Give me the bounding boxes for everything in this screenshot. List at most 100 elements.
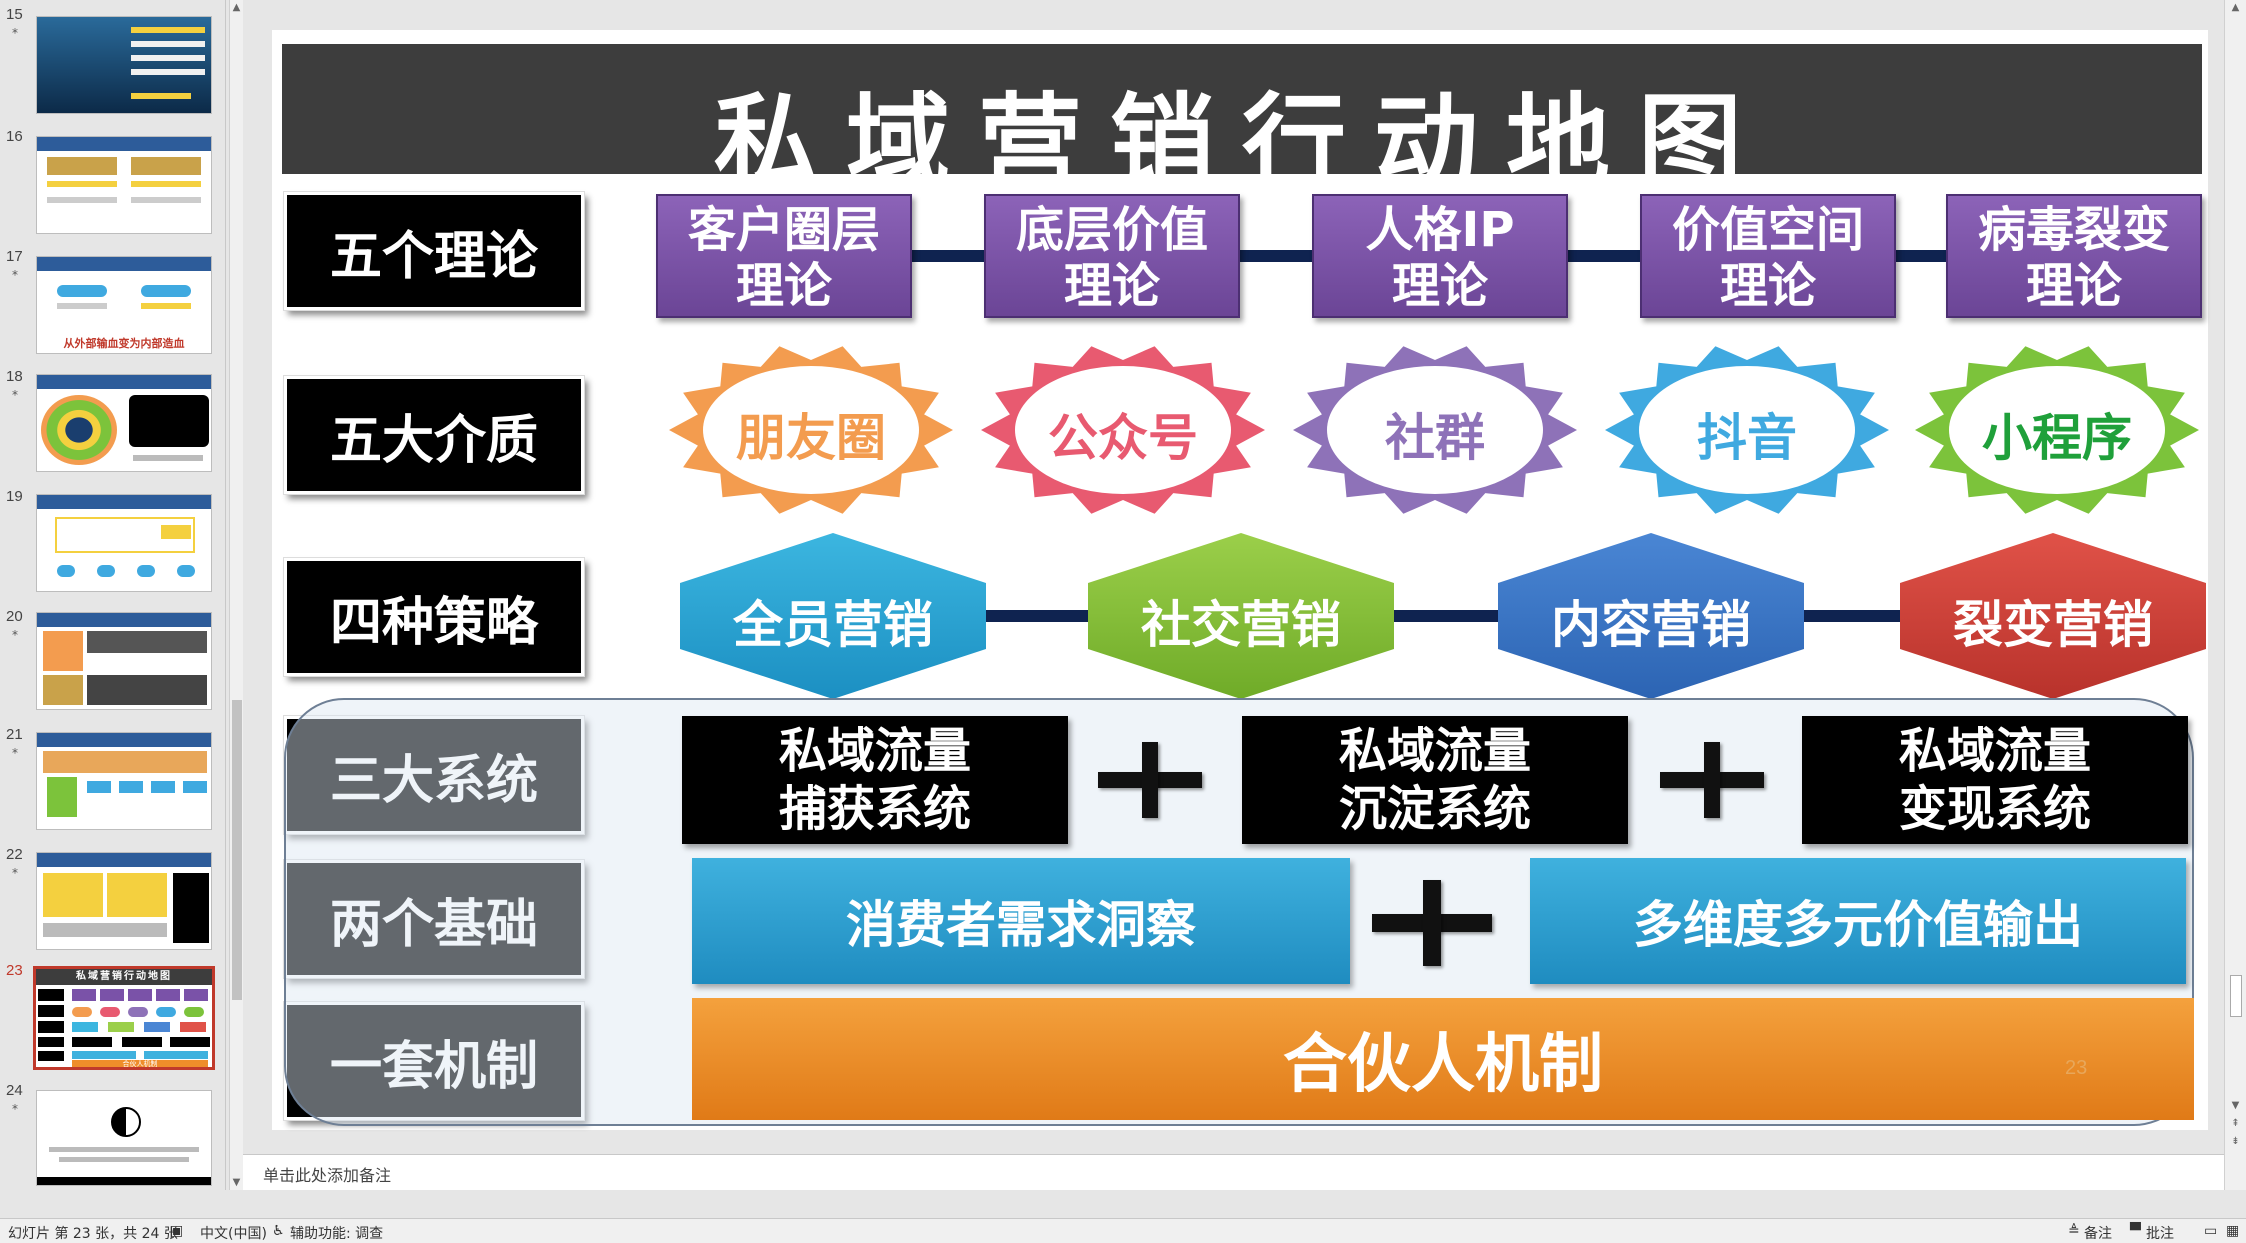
hexagon-shape: [680, 533, 986, 699]
slide-thumbnail-23[interactable]: 私域营销行动地图 合伙人机制: [33, 966, 215, 1070]
thumb-star: *: [12, 1102, 18, 1116]
theory-line2: 理论: [1391, 258, 1488, 314]
theory-line1: 价值空间: [1671, 202, 1864, 258]
scrollbar-thumb[interactable]: [2230, 975, 2242, 1017]
foundation-box[interactable]: 多维度多元价值输出: [1530, 858, 2186, 984]
media-badge[interactable]: 小程序: [1912, 342, 2202, 518]
system-line1: 私域流量: [1898, 723, 2091, 779]
scroll-down-arrow-icon[interactable]: ▼: [232, 1177, 241, 1188]
thumb-star: *: [12, 628, 18, 642]
starburst-shape: [669, 346, 953, 514]
thumb-number: 19: [6, 488, 23, 505]
slide-scrollbar[interactable]: ▲ ▼ ⇞ ⇟: [2224, 0, 2246, 1190]
strategy-label: 全员营销: [733, 596, 933, 654]
thumb-caption: 合伙人机制: [72, 1060, 208, 1067]
slide-thumbnail-17[interactable]: 从外部输血变为内部造血: [36, 256, 212, 354]
strategy-hex[interactable]: 裂变营销: [1900, 533, 2206, 699]
status-bar: 幻灯片 第 23 张，共 24 张 ▣ 中文(中国) ♿ 辅助功能: 调查 ≜ …: [0, 1218, 2246, 1243]
theory-box[interactable]: 价值空间 理论: [1640, 194, 1896, 318]
accessibility-status[interactable]: 辅助功能: 调查: [290, 1226, 384, 1242]
system-box[interactable]: 私域流量 变现系统: [1802, 716, 2188, 844]
theory-box[interactable]: 人格IP 理论: [1312, 194, 1568, 318]
slide-thumbnail-19[interactable]: [36, 494, 212, 592]
strategy-hex[interactable]: 全员营销: [680, 533, 986, 699]
previous-slide-icon[interactable]: ⇞: [2231, 1118, 2240, 1129]
thumb-number: 22: [6, 846, 23, 863]
comments-toggle-button[interactable]: 批注: [2146, 1226, 2174, 1242]
system-box[interactable]: 私域流量 沉淀系统: [1242, 716, 1628, 844]
notes-icon[interactable]: ≜: [2068, 1223, 2080, 1239]
thumb-caption: 从外部输血变为内部造血: [63, 337, 185, 350]
system-line1: 私域流量: [1338, 723, 1531, 779]
strategy-hex[interactable]: 社交营销: [1088, 533, 1394, 699]
thumb-number: 18: [6, 368, 23, 385]
normal-view-icon[interactable]: ▭: [2204, 1223, 2218, 1239]
thumb-number: 17: [6, 248, 23, 265]
theory-line2: 理论: [1719, 258, 1816, 314]
plus-icon: [1372, 880, 1492, 966]
media-badge[interactable]: 朋友圈: [666, 342, 956, 518]
row-label-systems[interactable]: 三大系统: [283, 715, 585, 835]
starburst-shape: [1915, 346, 2199, 514]
media-badge[interactable]: 抖音: [1602, 342, 1892, 518]
language-status[interactable]: 中文(中国): [200, 1226, 267, 1242]
title-bar: 私域营销行动地图: [282, 44, 2202, 204]
row-label-media[interactable]: 五大介质: [283, 375, 585, 495]
plus-icon: [1660, 742, 1764, 818]
slide-thumbnail-18[interactable]: [36, 374, 212, 472]
thumb-number: 23: [6, 962, 23, 979]
spellcheck-icon[interactable]: ▣: [170, 1223, 184, 1239]
theory-box[interactable]: 底层价值 理论: [984, 194, 1240, 318]
plus-icon: [1098, 742, 1202, 818]
theory-line1: 病毒裂变: [1977, 202, 2170, 258]
system-line2: 变现系统: [1898, 781, 2091, 837]
accessibility-icon[interactable]: ♿: [272, 1223, 285, 1239]
slide-sorter-icon[interactable]: ▦: [2226, 1223, 2240, 1239]
slide-thumbnail-panel[interactable]: 15 * 16 17 * 从外部输血变为内部造血: [0, 0, 226, 1190]
media-label: 抖音: [1697, 409, 1797, 467]
scroll-down-arrow-icon[interactable]: ▼: [2231, 1100, 2240, 1111]
next-slide-icon[interactable]: ⇟: [2231, 1136, 2240, 1147]
slide-thumbnail-15[interactable]: [36, 16, 212, 114]
scrollbar-thumb[interactable]: [232, 700, 242, 1000]
system-box[interactable]: 私域流量 捕获系统: [682, 716, 1068, 844]
foundation-box[interactable]: 消费者需求洞察: [692, 858, 1350, 984]
theory-box[interactable]: 客户圈层 理论: [656, 194, 912, 318]
strategy-label: 社交营销: [1141, 596, 1341, 654]
row-label-foundations[interactable]: 两个基础: [283, 859, 585, 979]
slide-thumbnail-21[interactable]: [36, 732, 212, 830]
theory-line2: 理论: [2025, 258, 2122, 314]
thumb-number: 24: [6, 1082, 23, 1099]
media-badge[interactable]: 公众号: [978, 342, 1268, 518]
slide-thumbnail-20[interactable]: [36, 612, 212, 710]
slide-thumbnail-22[interactable]: [36, 852, 212, 950]
system-line2: 沉淀系统: [1338, 781, 1531, 837]
row-label-strategies[interactable]: 四种策略: [283, 557, 585, 677]
comments-icon[interactable]: ▀: [2130, 1223, 2141, 1239]
slide-canvas[interactable]: 私域营销行动地图 五个理论 五大介质 四种策略 三大系统 两个基础 一套机制 客…: [272, 30, 2208, 1130]
mechanism-box[interactable]: 合伙人机制: [692, 998, 2194, 1120]
media-label: 公众号: [1048, 409, 1198, 467]
thumb-star: *: [12, 268, 18, 282]
system-line1: 私域流量: [778, 723, 971, 779]
system-line2: 捕获系统: [778, 781, 971, 837]
media-label: 小程序: [1982, 409, 2132, 467]
strategy-hex[interactable]: 内容营销: [1498, 533, 1804, 699]
scroll-up-arrow-icon[interactable]: ▲: [232, 2, 241, 13]
scroll-up-arrow-icon[interactable]: ▲: [2231, 2, 2240, 13]
notes-toggle-button[interactable]: 备注: [2084, 1226, 2112, 1242]
notes-pane[interactable]: 单击此处添加备注: [243, 1154, 2224, 1190]
strategy-label: 裂变营销: [1953, 596, 2153, 654]
notes-placeholder[interactable]: 单击此处添加备注: [263, 1166, 392, 1185]
slide-count-status: 幻灯片 第 23 张，共 24 张: [8, 1226, 178, 1242]
media-badge[interactable]: 社群: [1290, 342, 1580, 518]
row-label-theories[interactable]: 五个理论: [283, 191, 585, 311]
thumb-number: 15: [6, 6, 23, 23]
thumbnail-scrollbar[interactable]: ▲ ▼: [229, 0, 243, 1190]
theory-box[interactable]: 病毒裂变 理论: [1946, 194, 2202, 318]
hexagon-shape: [1088, 533, 1394, 699]
slide-title[interactable]: 私域营销行动地图: [713, 82, 1770, 204]
slide-thumbnail-24[interactable]: [36, 1090, 212, 1186]
slide-thumbnail-16[interactable]: [36, 136, 212, 234]
